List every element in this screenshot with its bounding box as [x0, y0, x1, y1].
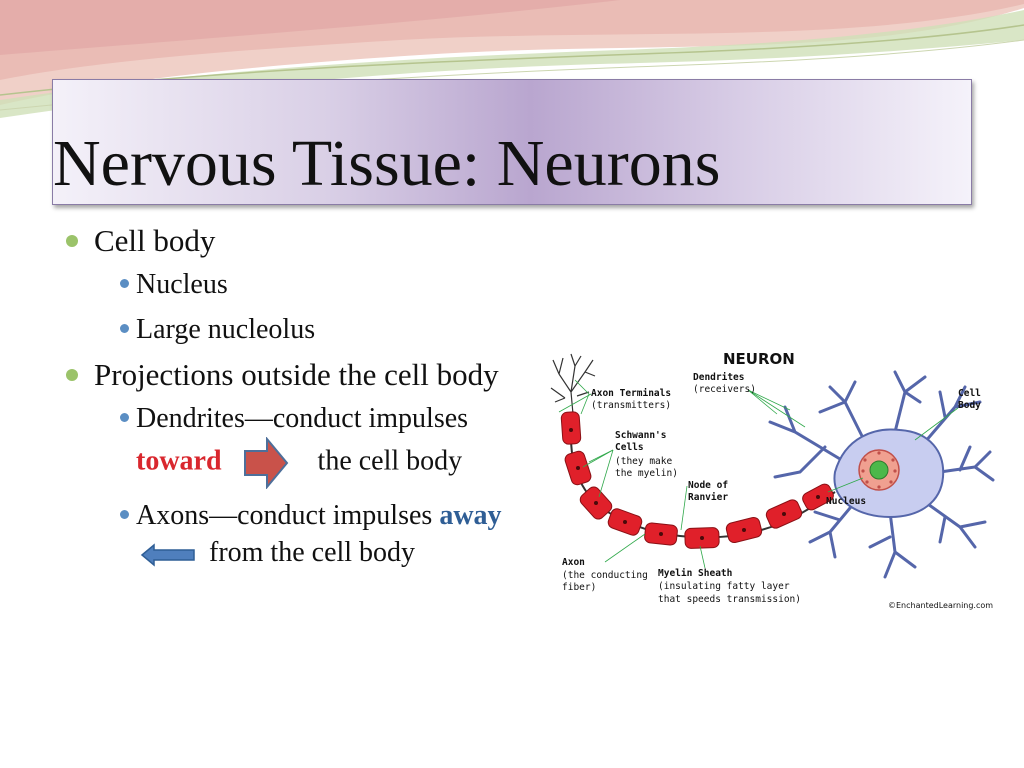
bullet-nucleolus: Large nucleolus	[94, 311, 530, 348]
bullet-projections: Projections outside the cell body Dendri…	[60, 356, 530, 571]
bullet-text: Large nucleolus	[136, 314, 316, 345]
bullet-dot	[120, 279, 129, 288]
bullet-dot	[66, 235, 78, 247]
axon-graphic	[560, 411, 836, 549]
diagram-title: NEURON	[723, 352, 795, 368]
bullet-dot	[120, 324, 129, 333]
label-node-1: Node of	[688, 480, 728, 491]
axon-terminals-graphic	[550, 353, 596, 415]
bullet-text: from the cell body	[209, 537, 416, 568]
bullet-text: the cell body	[317, 445, 463, 477]
label-myelin-sub1: (insulating fatty layer	[658, 581, 790, 592]
slide-title: Nervous Tissue: Neurons	[53, 127, 721, 200]
keyword-away: away	[439, 500, 502, 531]
label-dendrites-sub: (receivers)	[693, 384, 756, 395]
bullet-list: Cell body Nucleus Large nucleolus Projec…	[60, 222, 530, 579]
bullet-dot	[66, 369, 78, 381]
label-axon-terminals: Axon Terminals	[591, 388, 671, 399]
label-cell-body-1: Cell	[958, 388, 981, 399]
arrow-right-icon	[243, 437, 288, 489]
neuron-diagram: NEURON Axon Terminals (transmitters) Den…	[545, 352, 1000, 612]
label-nucleus: Nucleus	[826, 496, 866, 507]
dendrites-graphic	[768, 370, 995, 579]
arrow-left-icon	[140, 542, 195, 567]
label-cell-body-2: Body	[958, 400, 981, 411]
bullet-dot	[120, 413, 129, 422]
decorative-wave	[0, 0, 1024, 118]
label-node-2: Ranvier	[688, 492, 728, 503]
label-schwann-sub2: the myelin)	[615, 468, 678, 479]
label-myelin: Myelin Sheath	[658, 568, 732, 579]
label-schwann-1: Schwann's	[615, 430, 666, 441]
nucleus-graphic	[858, 449, 900, 491]
label-myelin-sub2: that speeds transmission)	[658, 594, 801, 605]
bullet-dot	[120, 510, 129, 519]
label-axon: Axon	[562, 557, 585, 568]
bullet-text: Projections outside the cell body	[94, 357, 499, 392]
label-credit: ©EnchantedLearning.com	[888, 601, 993, 610]
bullet-text: Dendrites—conduct impulses	[136, 403, 469, 434]
keyword-toward: toward	[136, 445, 222, 477]
label-dendrites: Dendrites	[693, 372, 744, 383]
label-schwann-sub1: (they make	[615, 456, 672, 467]
bullet-dendrites: Dendrites—conduct impulses toward the ce…	[94, 400, 530, 489]
bullet-text: Cell body	[94, 223, 216, 258]
label-axon-sub1: (the conducting	[562, 570, 648, 581]
label-schwann-2: Cells	[615, 442, 644, 453]
bullet-text: Nucleus	[136, 269, 228, 300]
title-box: Nervous Tissue: Neurons	[52, 79, 972, 205]
bullet-axons: Axons—conduct impulses away from the cel…	[94, 497, 530, 571]
label-axon-terminals-sub: (transmitters)	[591, 400, 671, 411]
label-axon-sub2: fiber)	[562, 582, 596, 593]
bullet-text: Axons—conduct impulses	[136, 500, 433, 531]
leader-lines	[558, 379, 959, 569]
bullet-nucleus: Nucleus	[94, 266, 530, 303]
bullet-cell-body: Cell body Nucleus Large nucleolus	[60, 222, 530, 348]
